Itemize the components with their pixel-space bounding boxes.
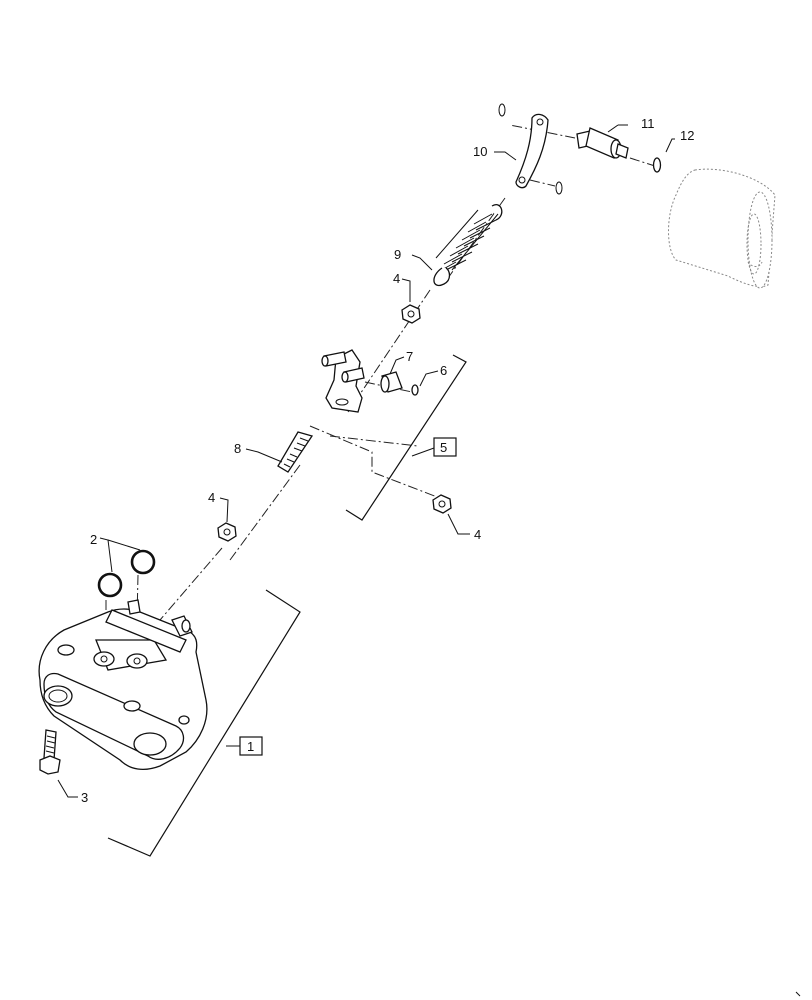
part-4-nut-middle — [217, 522, 237, 542]
reference-housing-ghost — [668, 168, 776, 289]
callout-box-5: 5 — [433, 437, 457, 457]
part-10-cam-plate — [515, 113, 549, 189]
part-12-ring — [652, 157, 662, 173]
callout-1: 1 — [247, 739, 254, 754]
part-9-extension-spring — [433, 204, 503, 287]
part-5-lever-bracket — [321, 349, 365, 413]
corner-mark — [795, 991, 801, 997]
callout-8: 8 — [234, 441, 241, 456]
callout-5: 5 — [440, 440, 447, 455]
part-10-retaining-clips — [498, 103, 563, 195]
part-11-pin — [576, 127, 629, 159]
part-6-washer — [411, 384, 419, 396]
part-4-nut-right — [432, 494, 452, 514]
callout-2: 2 — [90, 532, 97, 547]
callout-10: 10 — [473, 144, 487, 159]
callout-7: 7 — [406, 349, 413, 364]
part-7-bushing — [380, 371, 403, 393]
group-bracket-5 — [345, 354, 467, 521]
part-2-o-rings — [97, 549, 156, 598]
callout-4-right: 4 — [474, 527, 481, 542]
callout-labels: 11 12 10 9 4 7 6 8 4 4 2 3 — [81, 116, 694, 805]
part-3-bolt — [39, 729, 61, 775]
callout-11: 11 — [641, 116, 655, 131]
part-1-valve-body — [38, 599, 208, 771]
assembly-center-lines — [105, 124, 656, 663]
callout-3: 3 — [81, 790, 88, 805]
part-8-stud — [277, 431, 314, 473]
callout-box-1: 1 — [239, 736, 263, 756]
part-4-nut-upper — [401, 304, 421, 324]
callout-4-middle: 4 — [208, 490, 215, 505]
group-bracket-1 — [107, 589, 301, 857]
callout-9: 9 — [394, 247, 401, 262]
callout-12: 12 — [680, 128, 694, 143]
callout-4-upper: 4 — [393, 271, 400, 286]
callout-6: 6 — [440, 363, 447, 378]
leader-lines — [57, 124, 675, 798]
